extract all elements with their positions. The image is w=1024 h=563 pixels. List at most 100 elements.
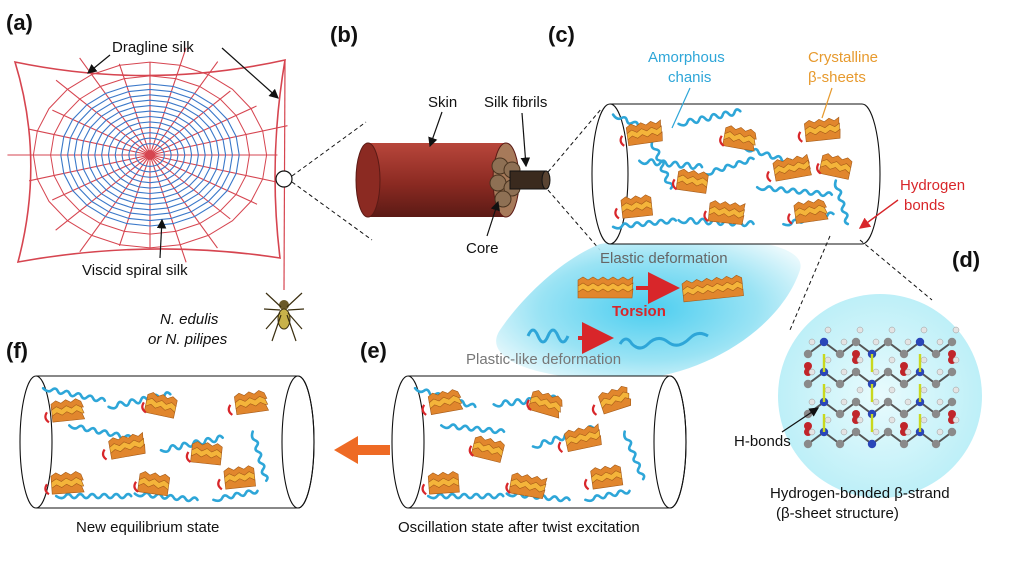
atom: [947, 427, 957, 437]
torsion-label: Torsion: [612, 303, 666, 320]
atom: [803, 349, 813, 359]
dragline-arrow-left: [87, 54, 111, 74]
amorphous-chain: [584, 489, 631, 503]
cylinder-f-content: [41, 386, 270, 503]
coil-after: [618, 331, 709, 350]
hydrogen-atom: [952, 326, 960, 334]
fiber-skin-back: [355, 142, 381, 218]
hbond-link: [133, 481, 139, 493]
structure-cylinder: [591, 103, 881, 245]
hydrogen-atom: [920, 386, 928, 394]
amorphous-chain: [703, 156, 755, 176]
hydrogen-atom: [872, 428, 880, 436]
panel-label-e: (e): [360, 338, 387, 363]
zoom-circle: [275, 170, 293, 188]
hydrogen-atom: [936, 398, 944, 406]
amorphous-chain: [250, 430, 269, 482]
web-spiral-turn: [114, 126, 186, 184]
crystal-block: [50, 471, 85, 495]
hydrogen-atom: [888, 326, 896, 334]
hbond-link: [526, 399, 532, 411]
hydrogen-atom: [888, 356, 896, 364]
hydrogen-atom: [904, 368, 912, 376]
panel-label-c: (c): [548, 22, 575, 47]
crystal-layer: [235, 401, 270, 416]
deformation-glow: [496, 237, 801, 380]
web-radial: [149, 61, 219, 156]
crystal-block: [707, 200, 746, 225]
crystal-layer: [137, 483, 169, 497]
molecule-hbonds-arrow: [781, 407, 819, 433]
crystal-block: [772, 153, 812, 182]
crystal-block: [577, 276, 634, 299]
core-label: Core: [466, 240, 499, 257]
hydrogen-atom: [920, 326, 928, 334]
crystal-layer: [805, 128, 841, 143]
oscillation-caption: Oscillation state after twist excitation: [398, 519, 640, 536]
crystal-block: [427, 389, 464, 415]
atom: [803, 439, 813, 449]
amorphous-chain: [638, 158, 704, 170]
fibrils-label: Silk fibrils: [484, 94, 547, 111]
core-arrow: [486, 200, 500, 237]
hydrogen-atom: [840, 428, 848, 436]
atom: [931, 379, 941, 389]
crystal-layer: [190, 453, 222, 466]
web-radial: [149, 154, 288, 185]
web-radials: [7, 47, 288, 263]
zoom-line-d-left: [789, 235, 831, 331]
amorphous-label-2: chanis: [668, 69, 711, 86]
web-radial: [149, 154, 231, 220]
hydrogen-atom: [808, 338, 816, 346]
web-spiral-turn: [80, 99, 220, 211]
crystal-layer: [51, 410, 86, 423]
hydrogen-atom: [936, 368, 944, 376]
web-radial: [149, 125, 288, 156]
amorphous-chain: [440, 423, 506, 435]
crystal-block: [681, 274, 744, 303]
crystal-layer: [110, 443, 146, 460]
crystal-block: [223, 465, 256, 490]
amorphous-chain: [650, 139, 674, 190]
oxygen-atom: [948, 410, 956, 418]
zoom-line-top: [291, 121, 367, 177]
hbond-link: [217, 478, 223, 491]
web-frame-ring: [50, 75, 250, 235]
panel-label-a: (a): [6, 10, 33, 35]
crystal-block: [722, 125, 757, 152]
panel-label-f: (f): [6, 338, 28, 363]
crystal-block: [564, 423, 602, 453]
hydrogen-atom: [920, 356, 928, 364]
skin-label: Skin: [428, 94, 457, 111]
hydrogen-atom: [952, 386, 960, 394]
hbond-link: [703, 210, 709, 222]
web-hub: [145, 150, 155, 160]
molecule-atoms: [803, 326, 960, 449]
hydrogen-atom: [808, 428, 816, 436]
atom: [851, 367, 861, 377]
hydrogen-atom: [840, 398, 848, 406]
crystal-layer: [795, 210, 829, 224]
crystal-layer: [601, 397, 632, 415]
hydrogen-atom: [840, 338, 848, 346]
atom: [835, 379, 845, 389]
crystal-layer: [722, 137, 755, 152]
species-label-2: or N. pilipes: [148, 331, 228, 348]
atom: [899, 409, 909, 419]
oxygen-atom: [852, 350, 860, 358]
plastic-label: Plastic-like deformation: [466, 351, 621, 368]
hbond-link: [816, 162, 822, 175]
molecule-hbonds-label: H-bonds: [734, 433, 791, 450]
cylinder-e-content: [413, 385, 646, 503]
crystal-block: [427, 471, 460, 495]
crystal-layer: [51, 483, 85, 495]
hydrogen-atom: [824, 386, 832, 394]
hydrogen-atom: [936, 428, 944, 436]
atom: [883, 367, 893, 377]
crystal-block: [620, 194, 654, 219]
spider-web: [7, 47, 373, 291]
atom: [851, 337, 861, 347]
zoom-line-c-bottom: [547, 189, 601, 251]
amorphous-chain: [755, 185, 834, 198]
crystal-block: [625, 119, 663, 146]
